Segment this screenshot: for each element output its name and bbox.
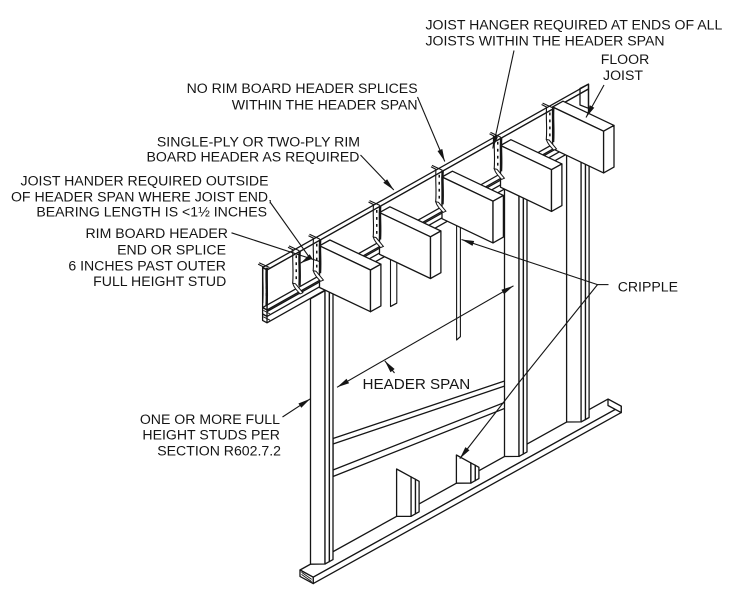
svg-text:HEADER SPAN: HEADER SPAN [363, 376, 471, 393]
svg-text:SINGLE-PLY OR TWO-PLY RIM: SINGLE-PLY OR TWO-PLY RIM [157, 134, 360, 150]
svg-text:BOARD HEADER AS REQUIRED: BOARD HEADER AS REQUIRED [146, 148, 359, 164]
svg-text:JOISTS WITHIN THE HEADER SPAN: JOISTS WITHIN THE HEADER SPAN [426, 32, 665, 48]
svg-text:JOIST HANDER REQUIRED OUTSIDE: JOIST HANDER REQUIRED OUTSIDE [21, 172, 269, 188]
svg-text:END OR SPLICE: END OR SPLICE [117, 241, 226, 257]
svg-text:ONE OR MORE FULL: ONE OR MORE FULL [140, 411, 280, 427]
svg-text:SECTION R602.7.2: SECTION R602.7.2 [157, 442, 281, 458]
svg-text:FULL HEIGHT STUD: FULL HEIGHT STUD [93, 273, 226, 289]
svg-text:NO RIM BOARD HEADER SPLICES: NO RIM BOARD HEADER SPLICES [187, 80, 418, 96]
svg-text:FLOOR: FLOOR [601, 51, 650, 67]
svg-text:OF HEADER SPAN WHERE JOIST END: OF HEADER SPAN WHERE JOIST END, [11, 188, 272, 204]
svg-text:JOIST HANGER REQUIRED AT ENDS: JOIST HANGER REQUIRED AT ENDS OF ALL [426, 16, 723, 32]
svg-text:RIM BOARD HEADER: RIM BOARD HEADER [85, 225, 228, 241]
svg-text:CRIPPLE: CRIPPLE [618, 279, 678, 295]
svg-text:JOIST: JOIST [603, 67, 643, 83]
svg-text:HEIGHT STUDS PER: HEIGHT STUDS PER [142, 426, 280, 442]
svg-text:6 INCHES PAST OUTER: 6 INCHES PAST OUTER [68, 257, 226, 273]
svg-text:WITHIN THE HEADER SPAN: WITHIN THE HEADER SPAN [232, 96, 418, 112]
svg-text:BEARING LENGTH IS <1½ INCHES: BEARING LENGTH IS <1½ INCHES [36, 204, 267, 220]
